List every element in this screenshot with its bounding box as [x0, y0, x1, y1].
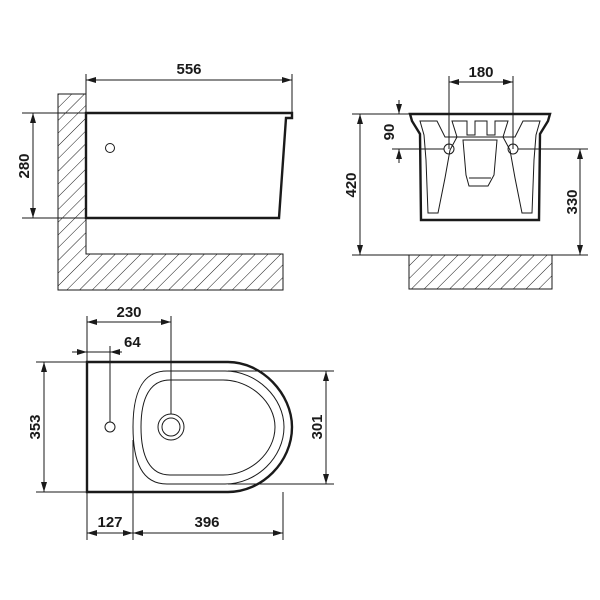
dim-top-bowl-width: 301: [309, 414, 326, 439]
dim-front-inlet-height: 330: [564, 189, 581, 214]
front-floor-hatch: [408, 254, 553, 290]
side-wall-hatch: [57, 93, 284, 291]
side-view: 556 280: [16, 61, 294, 291]
side-bidet-body: [84, 111, 294, 220]
top-bidet-outline: [85, 360, 294, 494]
dim-front-height: 420: [343, 172, 360, 197]
front-left-support: [419, 120, 458, 214]
dim-top-bowl-length: 396: [194, 514, 219, 531]
dim-top-tap: 64: [124, 334, 141, 351]
dim-top-front-offset: 127: [97, 514, 122, 531]
front-right-support: [502, 120, 541, 214]
top-bowl-inner: [140, 379, 276, 476]
top-outlet-inner: [161, 417, 181, 437]
front-waste-pipe: [462, 139, 498, 187]
dim-front-width: 180: [468, 64, 493, 81]
front-center-boss: [451, 120, 509, 138]
dim-front-top: 90: [381, 124, 398, 141]
top-bowl-rim: [132, 370, 285, 485]
front-bidet-outline: [408, 112, 552, 222]
dim-top-width: 353: [27, 414, 44, 439]
dim-side-width: 556: [176, 61, 201, 78]
top-view: 230 64 353 301 127 396: [27, 304, 334, 540]
dim-side-height: 280: [16, 153, 33, 178]
front-view: 180 90 420 330: [343, 64, 588, 290]
top-tap-hole: [104, 421, 116, 433]
dim-top-outlet: 230: [116, 304, 141, 321]
side-tap-hole: [105, 143, 115, 153]
